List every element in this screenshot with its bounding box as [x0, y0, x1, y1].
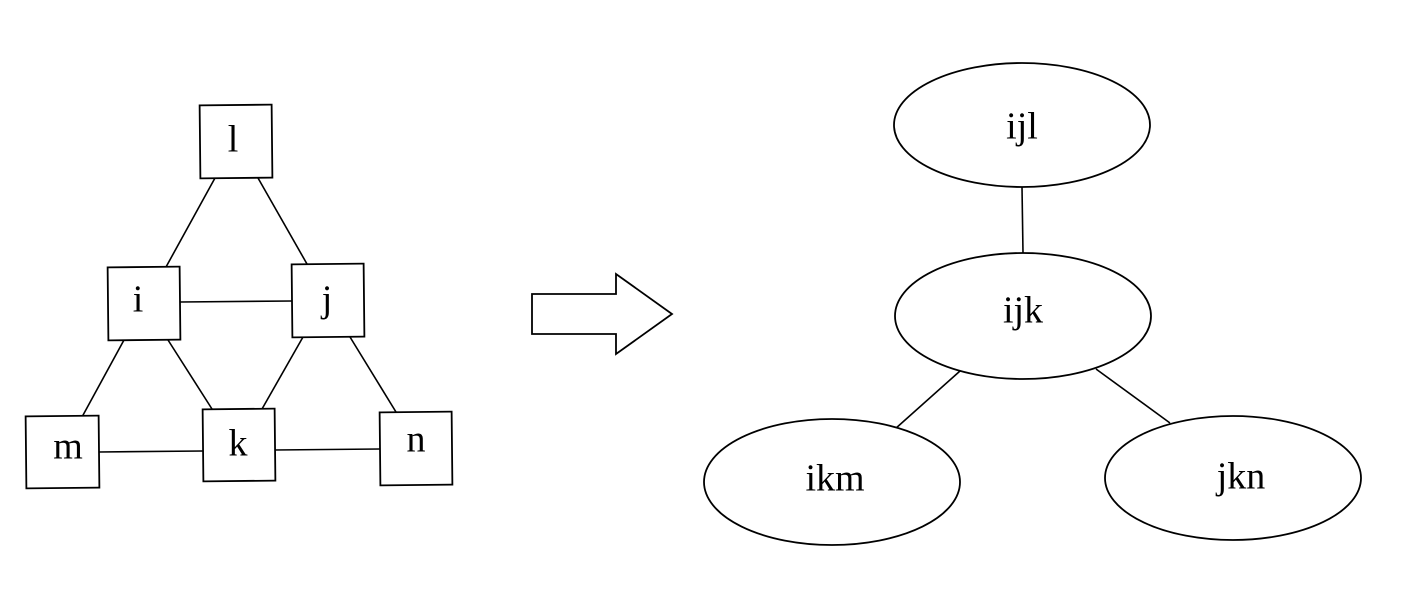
graph-node-n: n — [378, 410, 454, 487]
edge-ijl-ijk — [1021, 186, 1024, 254]
node-label: j — [320, 279, 333, 321]
node-label: n — [407, 419, 426, 461]
clique-node-ijk: ijk — [894, 252, 1152, 380]
clique-label: ijk — [1003, 290, 1043, 332]
edge-ijk-jkn — [1095, 368, 1171, 424]
graph-node-k: k — [201, 407, 277, 483]
graph-node-i: i — [106, 265, 182, 342]
edge-j-n — [349, 336, 397, 413]
graph-node-m: m — [24, 414, 101, 490]
edge-ijk-ikm — [894, 370, 961, 430]
edge-m-k — [98, 450, 204, 453]
edge-i-k — [167, 339, 213, 410]
clique-tree-edges — [894, 186, 1171, 430]
clique-label: ikm — [805, 458, 864, 500]
graph-edges — [81, 177, 397, 453]
graph-node-l: l — [198, 103, 274, 180]
node-label: l — [228, 119, 239, 161]
edge-i-j — [179, 300, 293, 303]
right-arrow-icon — [531, 272, 674, 356]
clique-node-ikm: ikm — [703, 418, 961, 546]
node-label: i — [133, 279, 144, 321]
clique-node-ijl: ijl — [893, 62, 1151, 188]
clique-label: jkn — [1215, 456, 1266, 498]
clique-label: ijl — [1006, 106, 1038, 148]
edge-k-n — [273, 448, 381, 451]
node-label: k — [229, 423, 248, 465]
clique-node-jkn: jkn — [1104, 415, 1362, 541]
graph-node-j: j — [290, 262, 366, 339]
edge-l-i — [165, 177, 216, 268]
edge-l-j — [257, 177, 308, 265]
node-label: m — [53, 426, 83, 468]
edge-j-k — [261, 336, 304, 410]
edge-i-m — [81, 339, 125, 418]
